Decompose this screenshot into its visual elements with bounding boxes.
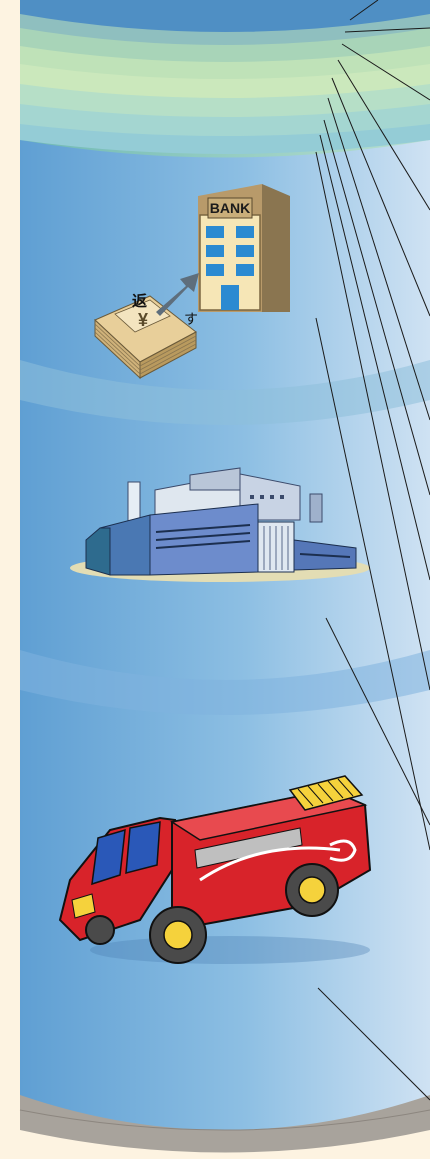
bank-building-icon: BANK bbox=[198, 184, 290, 312]
wheel bbox=[150, 907, 206, 963]
wheel bbox=[86, 916, 114, 944]
top-layers bbox=[20, 0, 430, 158]
bank-sign: BANK bbox=[210, 200, 250, 216]
wheel bbox=[286, 864, 338, 916]
return-kanji: 返 bbox=[132, 292, 147, 310]
yen-symbol: ¥ bbox=[138, 310, 148, 330]
return-kana: す bbox=[184, 312, 198, 328]
